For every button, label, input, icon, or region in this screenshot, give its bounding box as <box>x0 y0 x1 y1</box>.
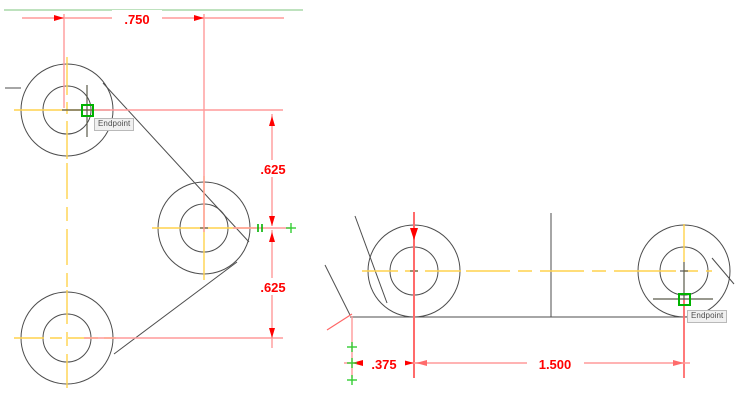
dim-625-upper-text-mask <box>252 160 294 177</box>
bracket-angled-line-inner[interactable] <box>324 264 351 316</box>
dim-arrow-1500-left <box>416 360 427 366</box>
dim-1500-text[interactable]: 1.500 <box>539 357 572 372</box>
dim-625-upper-text[interactable]: .625 <box>260 162 285 177</box>
dim-arrow-625-upper-bottom <box>269 216 275 226</box>
dim-arrow-boss-left-down <box>410 228 418 240</box>
dim-arrow-375-right <box>403 360 414 366</box>
dim-arrow-750-left <box>54 15 64 21</box>
left-view-dimensions: .750 .625 .625 <box>22 10 296 348</box>
dim-625-lower-text-mask <box>252 278 294 295</box>
dim-arrow-1500-right <box>673 360 684 366</box>
dim-arrow-750-right <box>194 15 204 21</box>
dim-750-text-mask <box>112 10 162 26</box>
bracket-angled-line-outer[interactable] <box>354 215 388 304</box>
dim-625-lower-text[interactable]: .625 <box>260 280 285 295</box>
endpoint-tooltip-left: Endpoint <box>94 118 135 131</box>
dim-750-text[interactable]: .750 <box>124 12 149 27</box>
right-view-tangent-stub[interactable] <box>711 257 735 285</box>
tangent-line-upper[interactable] <box>102 82 250 243</box>
endpoint-tooltip-right: Endpoint <box>687 310 728 323</box>
dim-375-text[interactable]: .375 <box>371 357 396 372</box>
center-marks <box>63 109 208 232</box>
osnap-crosses-right-view <box>347 342 357 385</box>
tangent-line-lower[interactable] <box>113 261 238 355</box>
dim-arrow-625-lower-top <box>269 232 275 242</box>
endpoint-snap-marker-left[interactable] <box>81 104 94 117</box>
left-view-geometry <box>4 9 303 392</box>
dim-arrow-375-left <box>352 360 363 366</box>
endpoint-snap-marker-right[interactable] <box>678 293 691 306</box>
dim-375-text-mask <box>363 355 405 371</box>
dim-arrow-625-upper-top <box>269 116 275 126</box>
dim-leader-base <box>326 313 353 331</box>
right-view-dimensions: .375 1.500 <box>326 212 690 385</box>
dim-arrow-625-lower-bottom <box>269 328 275 338</box>
snap-ticks-middle <box>257 224 263 232</box>
right-view-geometry <box>324 213 735 330</box>
dim-1500-text-mask <box>527 355 584 371</box>
osnap-cross-middle-right <box>286 223 296 233</box>
